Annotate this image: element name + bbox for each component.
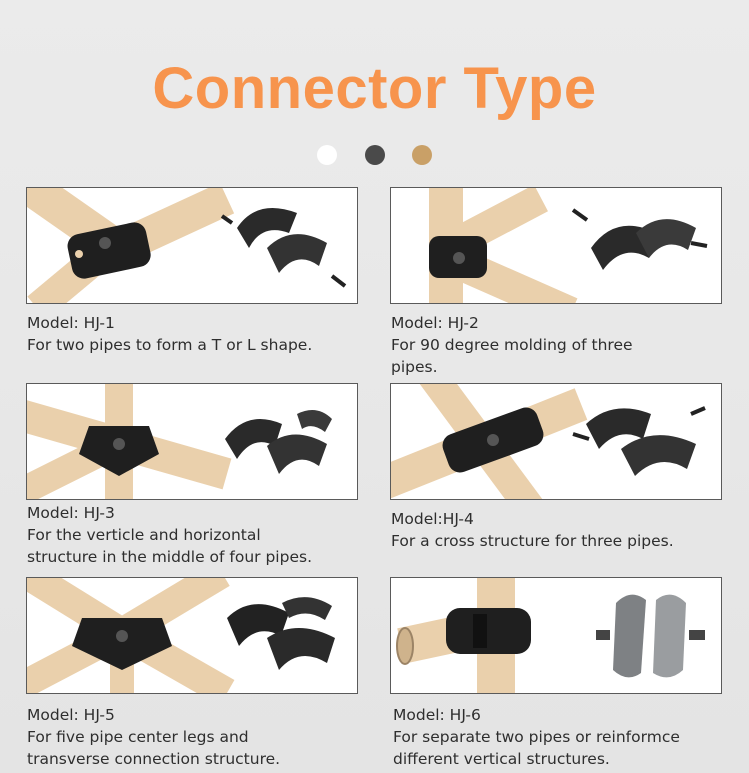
model-description: For the verticle and horizontal [27,526,261,544]
model-label: Model: HJ-1 [27,314,115,332]
caption-hj-5: Model: HJ-5 For five pipe center legs an… [27,704,280,770]
swatch-white[interactable] [317,145,338,165]
product-image-hj-6 [390,577,722,694]
model-description: For two pipes to form a T or L shape. [27,336,313,354]
caption-hj-6: Model: HJ-6 For separate two pipes or re… [393,704,680,770]
product-image-hj-4 [390,383,722,500]
caption-hj-3: Model: HJ-3 For the verticle and horizon… [27,502,312,568]
model-description: For a cross structure for three pipes. [391,532,674,550]
product-image-hj-3 [26,383,358,500]
pipe-joint-illustration [429,188,578,303]
connector-parts-illustration [220,208,347,288]
swatch-black[interactable] [364,145,385,165]
connector-parts-illustration [227,597,335,670]
pipe-joint-illustration [27,384,232,499]
pipe-joint-illustration [27,578,235,693]
caption-hj-2: Model: HJ-2 For 90 degree molding of thr… [391,312,633,378]
page-title: Connector Type [152,56,597,121]
pipe-joint-illustration [27,188,235,303]
model-description-2: different vertical structures. [393,750,610,768]
product-image-hj-1 [26,187,358,304]
connector-parts-illustration [225,410,332,474]
model-label: Model:HJ-4 [391,510,474,528]
connector-parts-illustration [596,594,705,678]
product-image-hj-2 [390,187,722,304]
pipe-joint-illustration [396,578,531,693]
model-description: For five pipe center legs and [27,728,249,746]
connector-parts-illustration [571,208,708,270]
pipe-joint-illustration [391,384,588,499]
model-description: For 90 degree molding of three [391,336,633,354]
model-description: For separate two pipes or reinformce [393,728,680,746]
model-label: Model: HJ-2 [391,314,479,332]
model-label: Model: HJ-5 [27,706,115,724]
model-label: Model: HJ-3 [27,504,115,522]
connector-parts-illustration [572,406,706,476]
color-swatches [0,145,749,169]
model-description-2: structure in the middle of four pipes. [27,548,312,566]
caption-hj-1: Model: HJ-1 For two pipes to form a T or… [27,312,312,356]
swatch-gold[interactable] [411,145,432,165]
model-label: Model: HJ-6 [393,706,481,724]
product-image-hj-5 [26,577,358,694]
model-description-2: transverse connection structure. [27,750,281,768]
model-description-2: pipes. [391,358,438,376]
caption-hj-4: Model:HJ-4 For a cross structure for thr… [391,508,674,552]
